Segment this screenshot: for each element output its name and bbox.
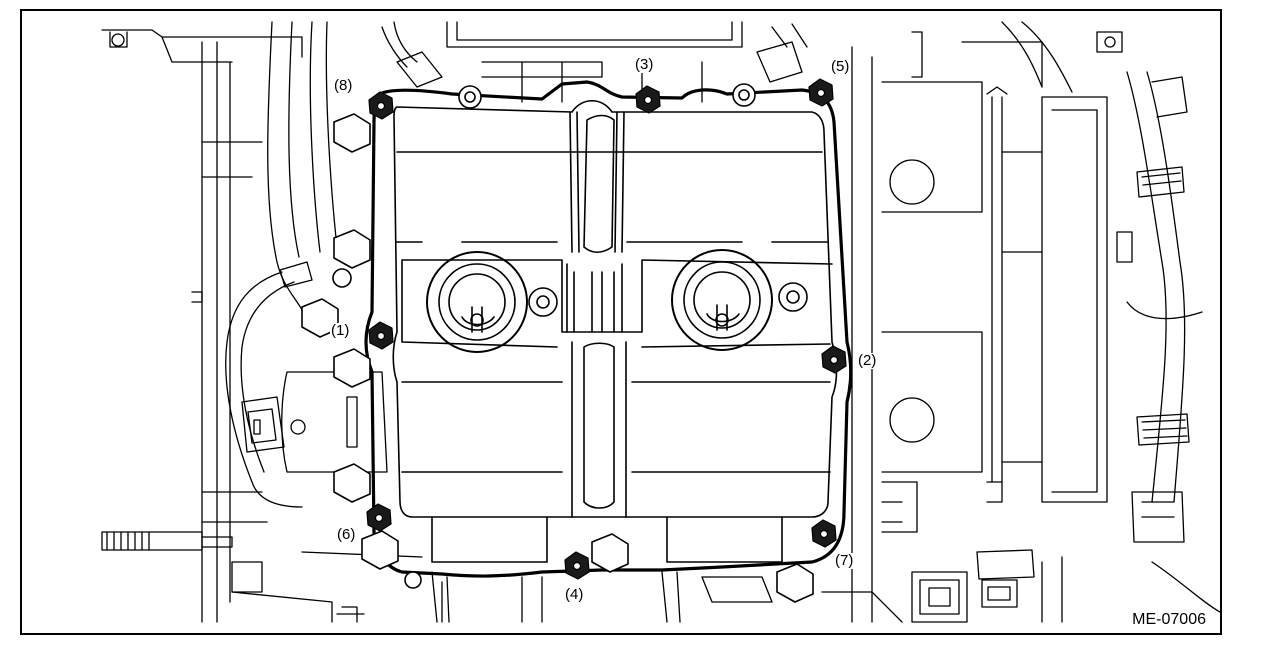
callout-8: (8) bbox=[333, 77, 354, 94]
callout-1: (1) bbox=[330, 322, 351, 339]
engine-line-drawing bbox=[101, 21, 1220, 623]
spark-plug-well-left bbox=[426, 251, 528, 353]
callout-3: (3) bbox=[634, 56, 655, 73]
callout-6: (6) bbox=[336, 526, 357, 543]
callout-4: (4) bbox=[564, 586, 585, 603]
figure-frame: (1) (2) (3) (4) (5) (6) (7) (8) ME-07006 bbox=[20, 9, 1222, 635]
bolt-4 bbox=[564, 551, 590, 580]
bolt-2 bbox=[821, 345, 847, 374]
bolt-5 bbox=[808, 78, 834, 107]
engine-background-structure bbox=[101, 21, 1220, 623]
spark-plug-well-right bbox=[671, 249, 773, 351]
figure-code: ME-07006 bbox=[1132, 611, 1206, 628]
callout-2: (2) bbox=[857, 352, 878, 369]
bolt-6 bbox=[366, 503, 392, 532]
center-studs bbox=[528, 282, 808, 317]
callout-7: (7) bbox=[834, 552, 855, 569]
background-hex-bolts bbox=[301, 83, 814, 603]
bolt-8 bbox=[368, 91, 394, 120]
bolt-7 bbox=[811, 519, 837, 548]
bolt-1 bbox=[368, 321, 394, 350]
rocker-cover bbox=[364, 80, 853, 578]
bolt-3 bbox=[635, 85, 661, 114]
numbered-bolts bbox=[366, 78, 847, 580]
callout-5: (5) bbox=[830, 58, 851, 75]
